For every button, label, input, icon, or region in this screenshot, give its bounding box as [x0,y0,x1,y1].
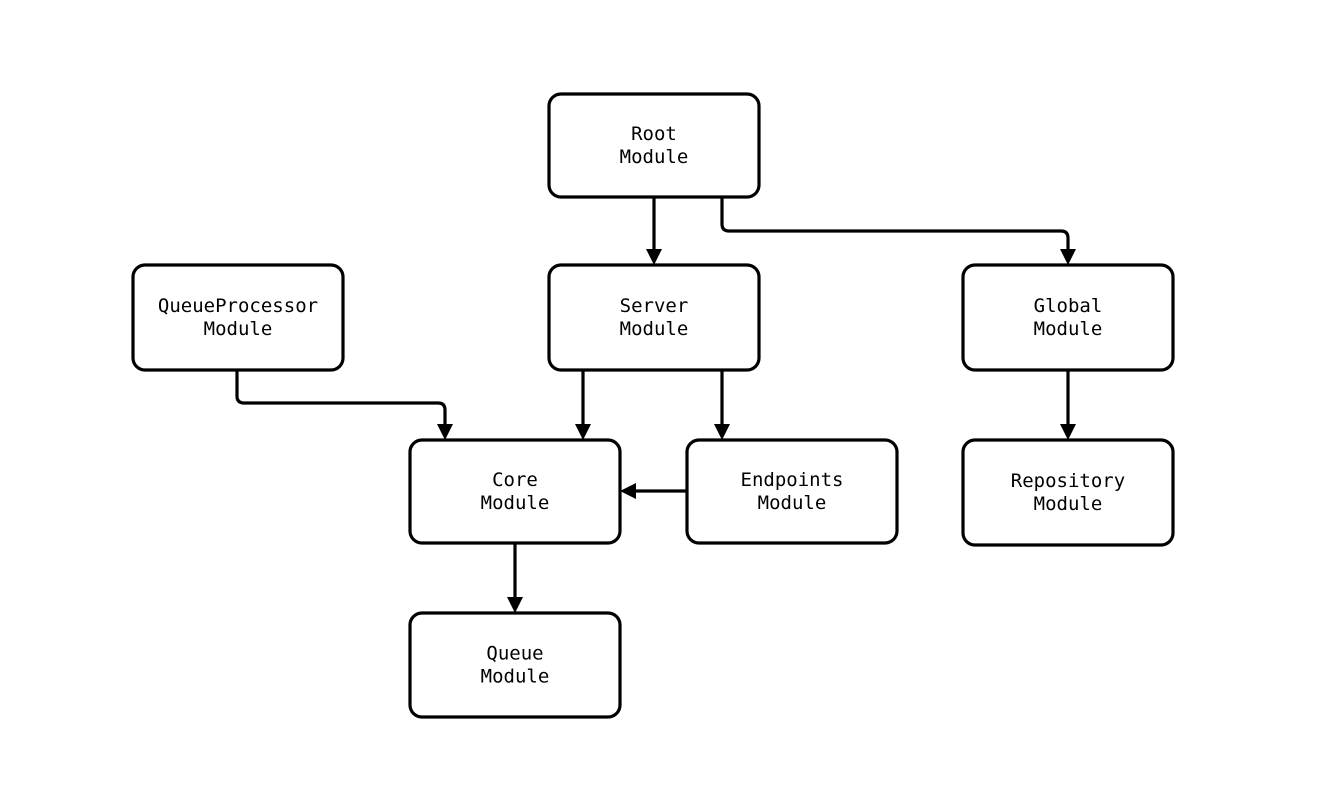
arrowhead-icon [575,424,591,440]
node-label-line2: Module [758,492,827,514]
node-box[interactable] [408,611,622,719]
node-label-line2: Module [204,318,273,340]
node-label-line1: Core [492,469,538,491]
node-label-line1: QueueProcessor [158,295,318,317]
node-label-line1: Endpoints [741,469,844,491]
edge-server-to-endpoints [714,370,730,440]
edge-server-to-core [575,370,591,440]
node-box[interactable] [131,263,345,372]
node-box[interactable] [547,92,761,199]
node-box[interactable] [408,438,622,545]
edge-queueprocessor-to-core [235,370,453,440]
edge-root-to-server [646,197,662,265]
node-label-line2: Module [1034,318,1103,340]
node-box[interactable] [961,263,1175,372]
node-label-line2: Module [1034,493,1103,515]
edge-line [235,370,447,427]
node-label-line1: Server [620,295,689,317]
node-box[interactable] [547,263,761,372]
node-box[interactable] [685,438,899,545]
arrowhead-icon [1060,249,1076,265]
arrowhead-icon [646,249,662,265]
node-label-line1: Global [1034,295,1103,317]
node-label-line2: Module [481,666,550,688]
arrowhead-icon [620,483,636,499]
edge-line [720,197,1070,252]
edge-global-to-repository [1060,370,1076,440]
node-label-line2: Module [481,492,550,514]
arrowhead-icon [507,597,523,613]
node-label-line2: Module [620,318,689,340]
arrowhead-icon [714,424,730,440]
edge-core-to-queue [507,543,523,613]
arrowhead-icon [1060,424,1076,440]
edge-root-to-global [720,197,1076,265]
edge-endpoints-to-core [620,483,687,499]
node-label-line1: Repository [1011,470,1125,492]
node-label-line1: Root [631,123,677,145]
node-box[interactable] [961,438,1175,547]
node-label-line1: Queue [486,643,543,665]
node-label-line2: Module [620,146,689,168]
nodes-layer: RootModuleQueueProcessorModuleServerModu… [131,92,1175,719]
edges-layer [235,197,1076,613]
arrowhead-icon [437,424,453,440]
